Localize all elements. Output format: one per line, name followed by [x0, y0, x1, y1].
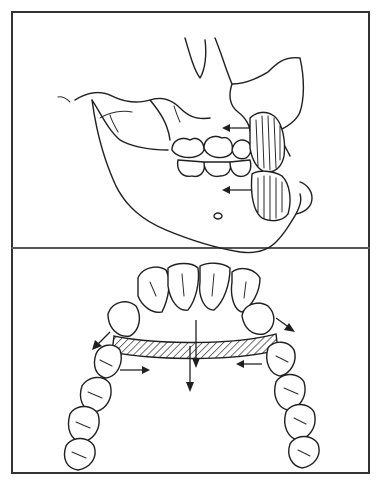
lower-molars: [178, 160, 251, 176]
right-inward-arrow: [236, 360, 262, 368]
orbit-outline: [230, 84, 250, 132]
left-inward-arrow: [120, 366, 150, 374]
upper-molars: [172, 136, 251, 158]
retraction-arrow-lower: [222, 186, 252, 194]
left-canine: [108, 302, 139, 336]
anterior-teeth: [138, 263, 260, 312]
right-posterior-teeth: [267, 342, 319, 468]
retraction-arrow-upper: [222, 124, 250, 132]
right-canine: [242, 303, 274, 334]
right-outward-arrow: [276, 318, 295, 332]
transverse-bar: [112, 334, 278, 359]
left-posterior-teeth: [65, 345, 122, 470]
mental-foramen: [214, 213, 222, 219]
skull-lateral-view: [58, 38, 312, 253]
zygomatic-arch-outline: [185, 38, 303, 112]
dental-arch-occlusal-view: [65, 263, 320, 470]
